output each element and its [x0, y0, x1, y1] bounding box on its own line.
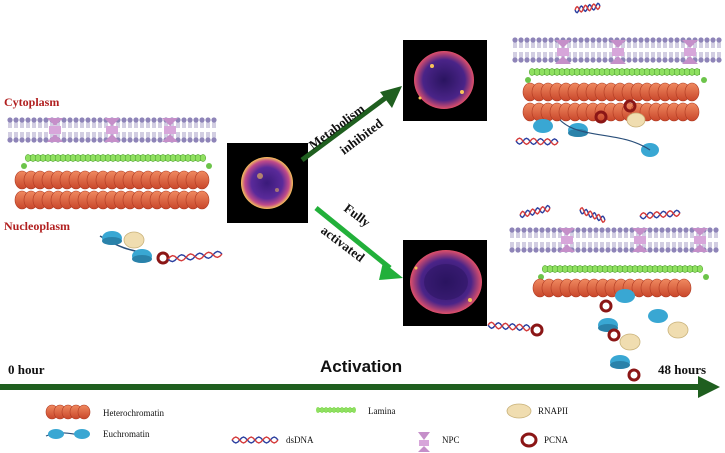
- arrow-metabolism-inhibited: [300, 86, 402, 163]
- npc-activated: [559, 228, 708, 252]
- npc-inhibited: [555, 40, 698, 64]
- microscopy-inhibited: [403, 40, 487, 121]
- timeline-title: Activation: [320, 357, 402, 376]
- legend-euchromatin: Euchromatin: [103, 429, 150, 439]
- euchromatin-left: [99, 231, 170, 265]
- legend-npc-swatch: [418, 432, 430, 452]
- heterochromatin-inhibited: [522, 82, 700, 122]
- heterochromatin-activated: [532, 278, 692, 298]
- legend-npc: NPC: [442, 435, 460, 445]
- legend-lamina-swatch: [316, 407, 356, 413]
- microscopy-center: [227, 143, 308, 223]
- dsdna-left: [167, 250, 223, 263]
- label-fully: Fully: [341, 200, 374, 230]
- nuclear-envelope-inhibited: [512, 37, 722, 63]
- euchromatin-activated: [530, 289, 689, 382]
- legend-heterochromatin: Heterochromatin: [103, 408, 164, 418]
- npc-left: [47, 118, 178, 142]
- lamina-inhibited: [525, 68, 707, 83]
- legend-lamina: Lamina: [368, 406, 396, 416]
- microscopy-activated: [403, 240, 487, 326]
- legend: Heterochromatin Euchromatin Lamina dsDNA…: [45, 403, 569, 452]
- legend-rnapii: RNAPII: [538, 406, 568, 416]
- timeline-arrow: [0, 376, 720, 398]
- lamina-left: [21, 154, 212, 169]
- legend-heterochromatin-swatch: [45, 404, 91, 420]
- legend-dsdna-swatch: [231, 436, 279, 444]
- timeline-end: 48 hours: [658, 362, 706, 377]
- legend-rnapii-swatch: [506, 403, 532, 419]
- nuclear-envelope-activated: [509, 227, 719, 253]
- legend-euchromatin-swatch: [45, 429, 90, 439]
- legend-pcna-swatch: [520, 432, 538, 448]
- lamina-activated: [538, 265, 709, 280]
- heterochromatin-left: [14, 170, 210, 210]
- legend-dsdna: dsDNA: [286, 435, 314, 445]
- timeline-start: 0 hour: [8, 362, 45, 377]
- cytoplasm-label: Cytoplasm: [4, 95, 59, 109]
- dsdna-activated: [487, 204, 681, 332]
- euchromatin-inhibited: [533, 99, 659, 157]
- legend-pcna: PCNA: [544, 435, 569, 445]
- nucleoplasm-label: Nucleoplasm: [4, 219, 70, 233]
- dsdna-inhibited: [515, 2, 601, 146]
- arrow-fully-activated: [314, 206, 403, 280]
